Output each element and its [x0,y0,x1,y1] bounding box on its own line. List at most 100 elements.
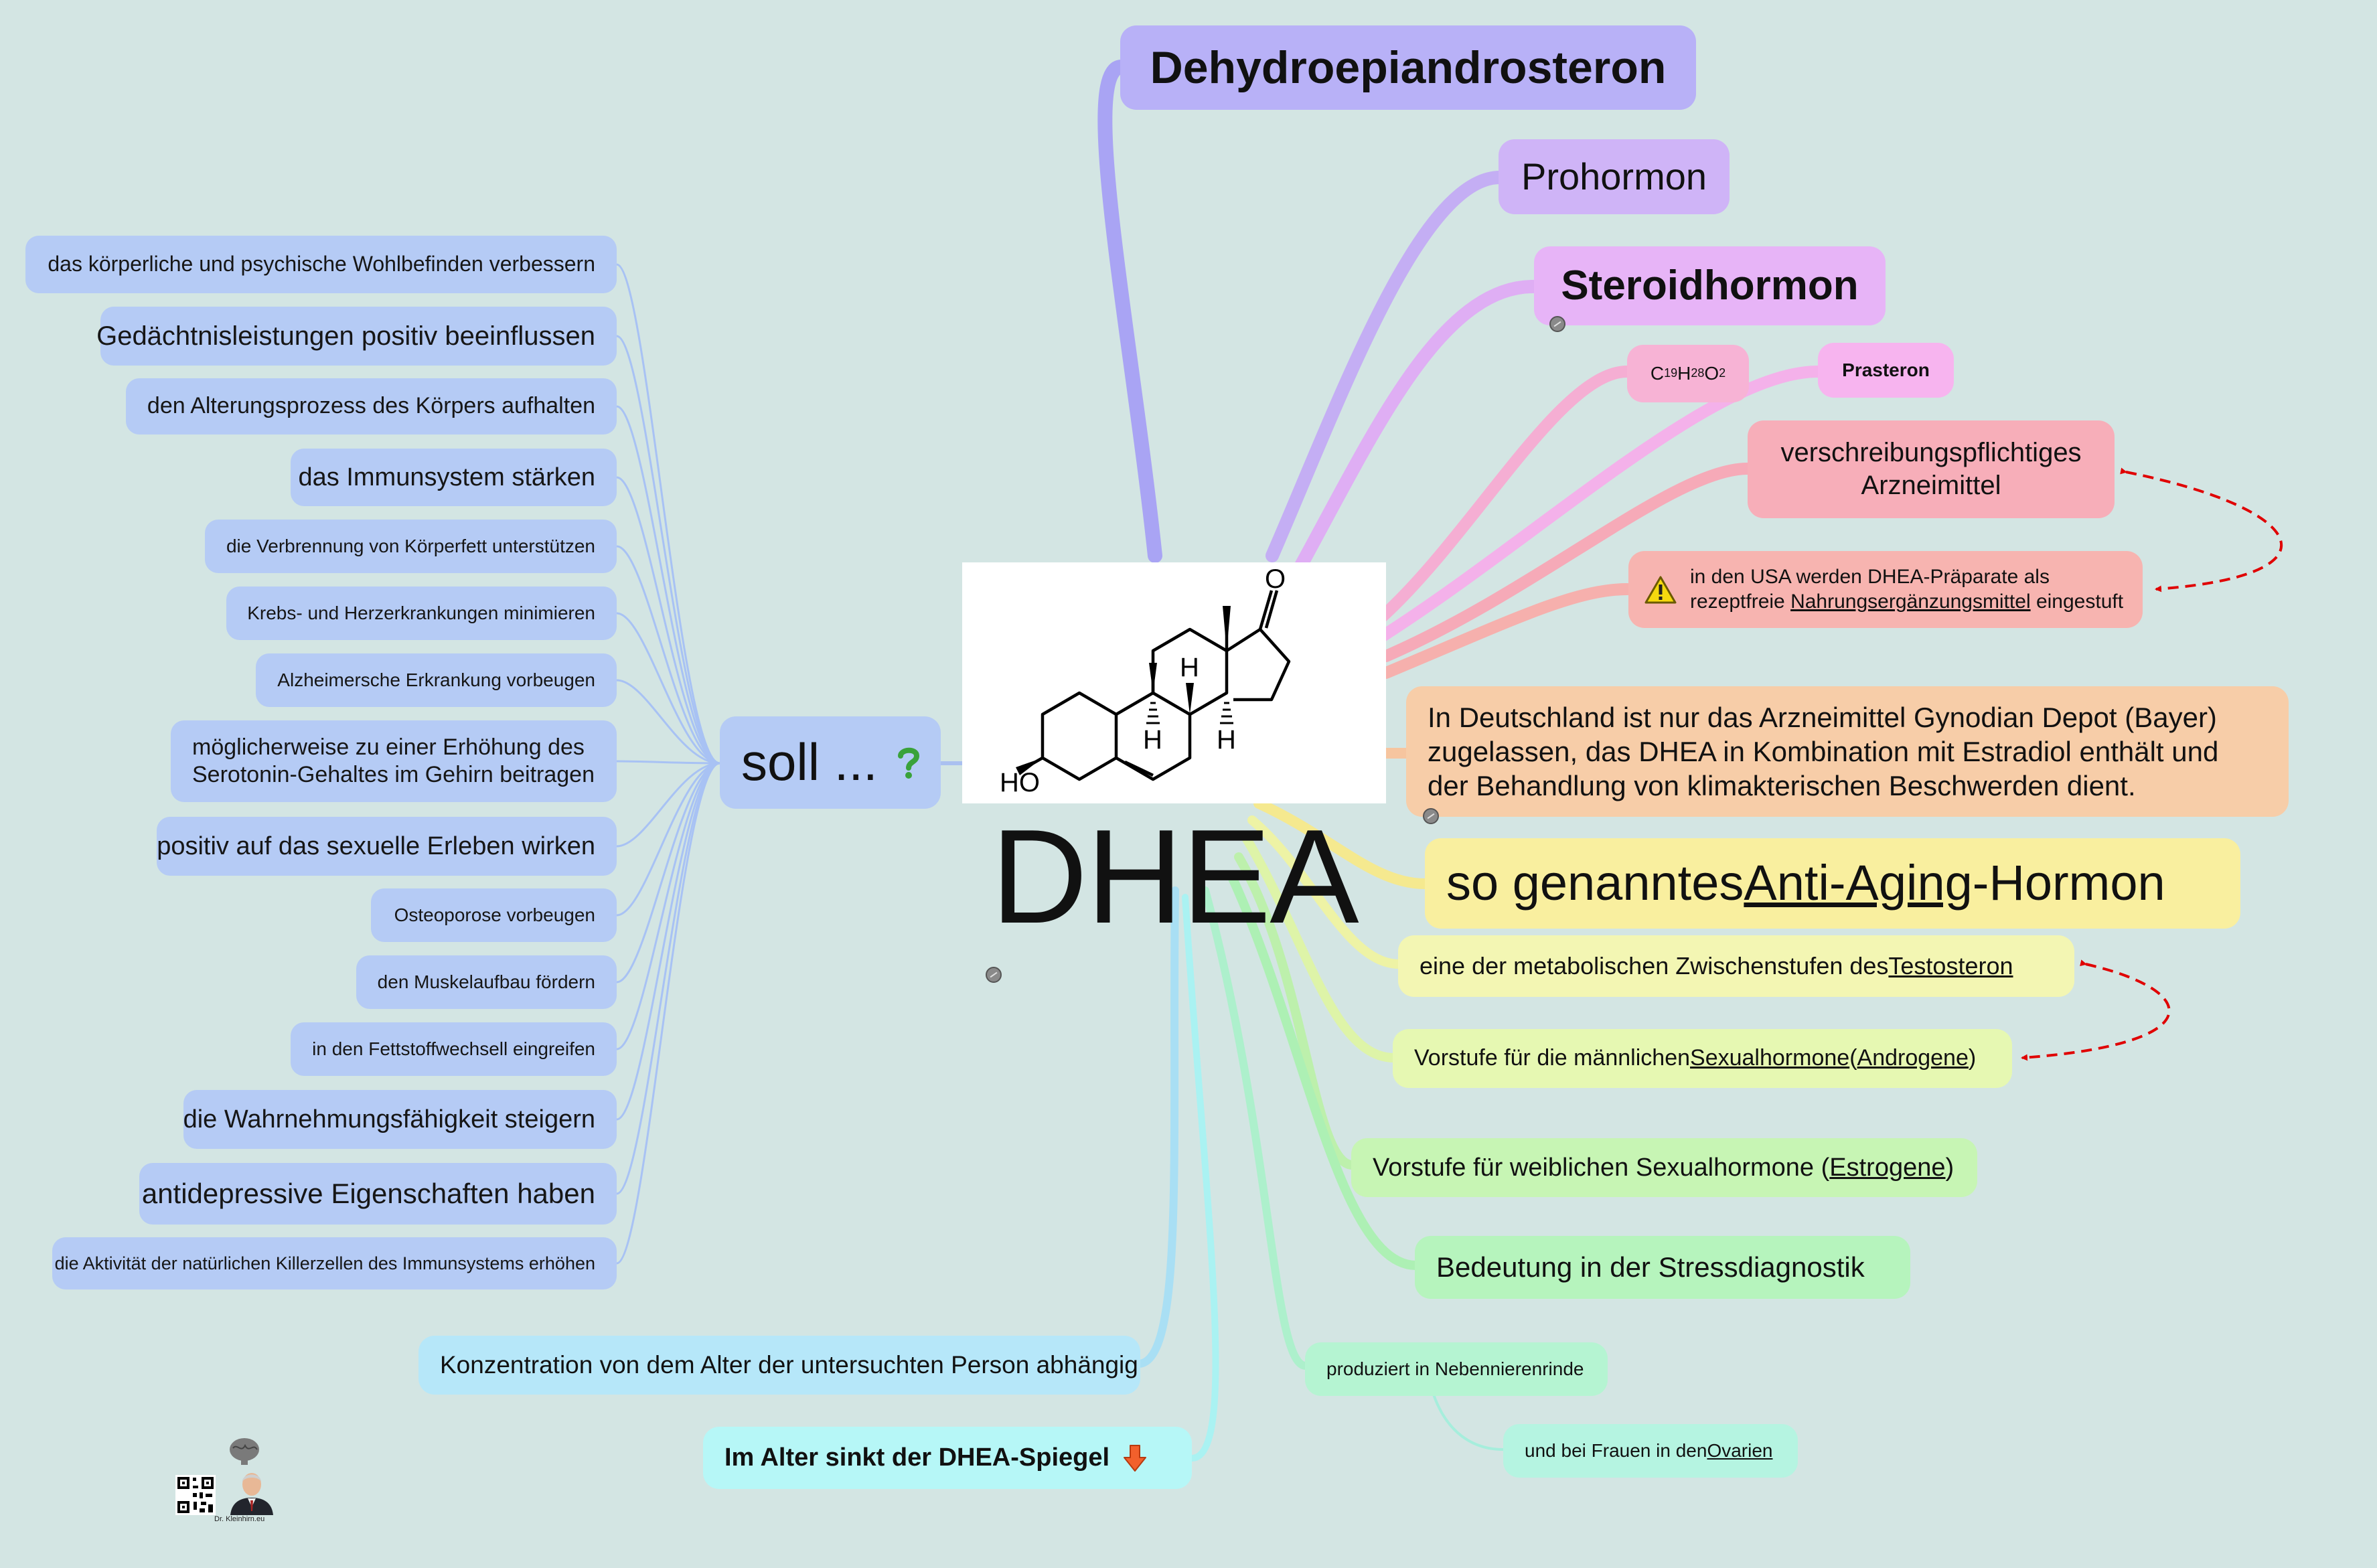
node-germany-gynodian[interactable]: In Deutschland ist nur das Arzneimittel … [1406,686,2289,817]
fan-connector [616,612,720,765]
note-icon[interactable] [1549,316,1565,332]
link-male [1241,832,1399,1063]
molecule-structure: HO O H H H [962,562,1386,803]
node-prohormon[interactable]: Prohormon [1499,139,1730,214]
formula-o-sub: 2 [1719,366,1726,380]
germany-line-1: In Deutschland ist nur das Arzneimittel … [1428,701,2217,733]
ovarien-text: und bei Frauen in den [1525,1439,1707,1461]
molecule-o-label: O [1265,564,1286,594]
left-item[interactable]: das Immunsystem stärken [291,449,617,506]
node-prasteron[interactable]: Prasteron [1818,343,1954,398]
germany-line-3: der Behandlung von klimakterischen Besch… [1428,770,2136,802]
node-metabolische-zwischenstufe[interactable]: eine der metabolischen Zwischenstufen de… [1398,935,2074,997]
left-item[interactable]: den Muskelaufbau fördern [356,955,617,1009]
fan-connector [616,762,720,1050]
link-stress [1227,872,1421,1270]
link-prasteron [1377,366,1824,642]
antiaging-text-end: -Hormon [1972,855,2165,911]
antiaging-text: so genanntes [1446,855,1744,911]
qr-code-icon [175,1475,216,1515]
fan-connector [616,335,720,765]
node-nebennierenrinde[interactable]: produziert in Nebennierenrinde [1305,1342,1608,1396]
estrogene-link[interactable]: Estrogene [1829,1153,1946,1182]
node-stressdiagnostik[interactable]: Bedeutung in der Stressdiagnostik [1415,1236,1910,1299]
left-item[interactable]: den Alterungsprozess des Körpers aufhalt… [126,378,617,435]
male-text: Vorstufe für die männlichen [1414,1045,1691,1071]
left-item[interactable]: die Aktivität der natürlichen Killerzell… [52,1237,617,1289]
warning-icon [1644,576,1677,603]
relation-arrow-rx-usa [2120,467,2283,593]
left-item[interactable]: die Verbrennung von Körperfett unterstüt… [205,520,617,573]
soll-text: soll ... [741,732,878,792]
link-antiaging [1253,798,1430,889]
node-anti-aging-hormon[interactable]: so genanntes Anti-Aging-Hormon [1425,838,2240,929]
node-vorstufe-weiblich[interactable]: Vorstufe für weiblichen Sexualhormone (E… [1351,1138,1977,1197]
left-item[interactable]: antidepressive Eigenschaften haben [139,1163,617,1225]
rx-line-1: verschreibungspflichtiges [1780,438,2082,468]
anti-aging-link[interactable]: Anti-Aging [1744,855,1973,911]
node-ovarien[interactable]: und bei Frauen in den Ovarien [1503,1424,1798,1478]
formula-o: O [1704,362,1719,384]
fan-connector [616,762,720,1121]
androgene-link[interactable]: Androgene [1857,1045,1969,1071]
link-female [1234,852,1357,1170]
fan-connector [616,762,720,984]
node-steroidhormon[interactable]: Steroidhormon [1534,246,1886,325]
fan-connector [616,679,720,765]
link-sinkt [1182,894,1219,1462]
fan-connector [616,762,720,1265]
left-item-line-2: Serotonin-Gehaltes im Gehirn beitragen [192,762,595,787]
left-item[interactable]: das körperliche und psychische Wohlbefin… [25,236,617,293]
node-dehydroepiandrosteron[interactable]: Dehydroepiandrosteron [1120,25,1696,110]
node-usa-nahrungsergaenzung[interactable]: in den USA werden DHEA-Präparate als rez… [1628,551,2143,628]
germany-line-2: zugelassen, das DHEA in Kombination mit … [1428,735,2219,767]
note-icon[interactable] [1423,808,1439,824]
left-item[interactable]: möglicherweise zu einer Erhöhung des Ser… [171,720,617,802]
link-metabol [1247,815,1404,969]
sinkt-text: Im Alter sinkt der DHEA-Spiegel [724,1443,1110,1472]
molecule-h-label: H [1217,725,1236,755]
fan-connector [616,545,720,765]
left-item[interactable]: Krebs- und Herzerkrankungen minimieren [226,586,617,640]
female-paren-close: ) [1945,1153,1954,1182]
fan-connector [616,762,720,1195]
author-avatar [230,1473,273,1515]
usa-line-2: rezeptfreie Nahrungsergänzungsmittel ein… [1690,590,2124,613]
node-vorstufe-maennlich[interactable]: Vorstufe für die männlichen Sexualhormon… [1393,1029,2012,1088]
link-konzentration [1134,886,1179,1368]
left-item[interactable]: positiv auf das sexuelle Erleben wirken [157,817,617,876]
node-konzentration-alter[interactable]: Konzentration von dem Alter der untersuc… [418,1336,1140,1395]
testosteron-link[interactable]: Testosteron [1888,952,2013,980]
link-dehydro [1097,60,1162,563]
left-item[interactable]: die Wahrnehmungsfähigkeit steigern [183,1090,617,1149]
link-formula [1373,366,1633,625]
rx-line-2: Arzneimittel [1861,471,2001,500]
molecule-ho-label: HO [1000,768,1040,797]
central-topic-title[interactable]: DHEA [991,802,1359,951]
soll-fan [616,263,720,1265]
note-icon[interactable] [986,967,1002,983]
node-soll[interactable]: soll ... [720,716,941,809]
formula-c-sub: 19 [1664,366,1678,380]
link-prohormon [1266,171,1507,562]
sexualhormone-link[interactable]: Sexualhormone [1690,1045,1850,1071]
nahrungsergaenzungsmittel-link[interactable]: Nahrungsergänzungsmittel [1790,590,2031,613]
author-logo[interactable]: Dr. Kleinhirn.eu [175,1436,283,1523]
left-item[interactable]: Osteoporose vorbeugen [371,888,617,942]
question-icon [897,747,919,779]
left-item[interactable]: Alzheimersche Erkrankung vorbeugen [256,653,617,707]
link-rx [1380,463,1754,662]
node-verschreibungspflichtig[interactable]: verschreibungspflichtiges Arzneimittel [1748,420,2115,518]
link-steroid [1292,280,1540,576]
ovarien-link[interactable]: Ovarien [1707,1439,1773,1461]
relation-arrow-metabol-male [2021,959,2171,1061]
usa-line-1: in den USA werden DHEA-Präparate als [1690,565,2050,588]
node-im-alter-sinkt[interactable]: Im Alter sinkt der DHEA-Spiegel [703,1427,1192,1489]
fan-connector [616,476,720,765]
link-nebenniere [1201,886,1310,1370]
left-item[interactable]: in den Fettstoffwechsell eingreifen [291,1022,617,1076]
left-item-line-1: möglicherweise zu einer Erhöhung des [192,734,585,760]
left-item[interactable]: Gedächtnisleistungen positiv beeinflusse… [96,307,617,366]
